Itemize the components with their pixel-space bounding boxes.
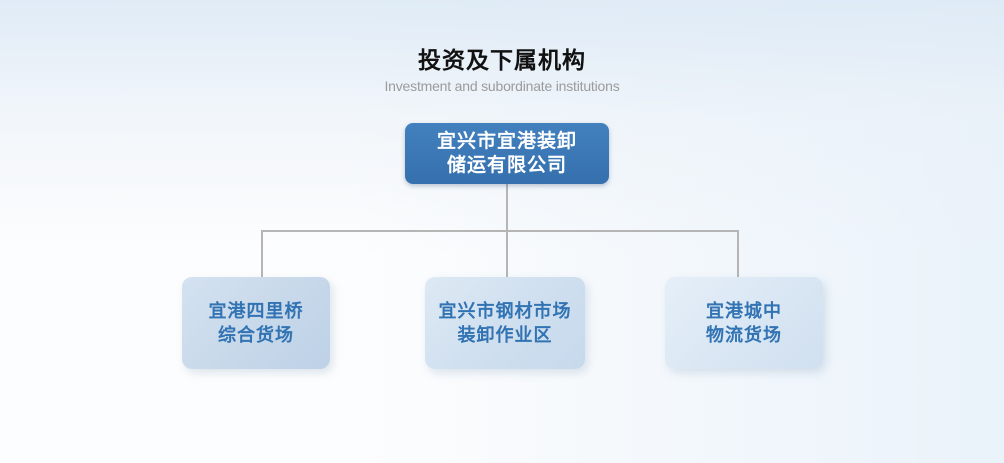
org-node-city-logistics-yard: 宜港城中 物流货场 [665,277,823,369]
page-header: 投资及下属机构 Investment and subordinate insti… [0,46,1004,94]
org-node-sili-bridge-yard: 宜港四里桥 综合货场 [182,277,330,369]
org-node-name-line1: 宜港四里桥 [208,301,304,321]
org-node-name-line2: 物流货场 [706,325,782,345]
org-node-name-line2: 综合货场 [218,325,294,345]
org-node-name-line1: 宜兴市钢材市场 [438,301,572,321]
page-subtitle: Investment and subordinate institutions [384,78,620,94]
connector-center-vertical [506,231,508,277]
org-node-root-name-line1: 宜兴市宜港装卸 [436,130,577,152]
org-node-name-line1: 宜港城中 [706,301,782,321]
connector-left-vertical [261,231,263,277]
connector-root-vertical [506,184,508,231]
org-node-steel-market-area: 宜兴市钢材市场 装卸作业区 [425,277,585,369]
connector-horizontal [261,230,739,232]
connector-right-vertical [737,231,739,277]
org-node-root-name-line2: 储运有限公司 [446,154,567,176]
page-title: 投资及下属机构 [418,47,586,73]
org-node-name-line2: 装卸作业区 [457,325,553,345]
org-node-root: 宜兴市宜港装卸 储运有限公司 [405,123,609,184]
